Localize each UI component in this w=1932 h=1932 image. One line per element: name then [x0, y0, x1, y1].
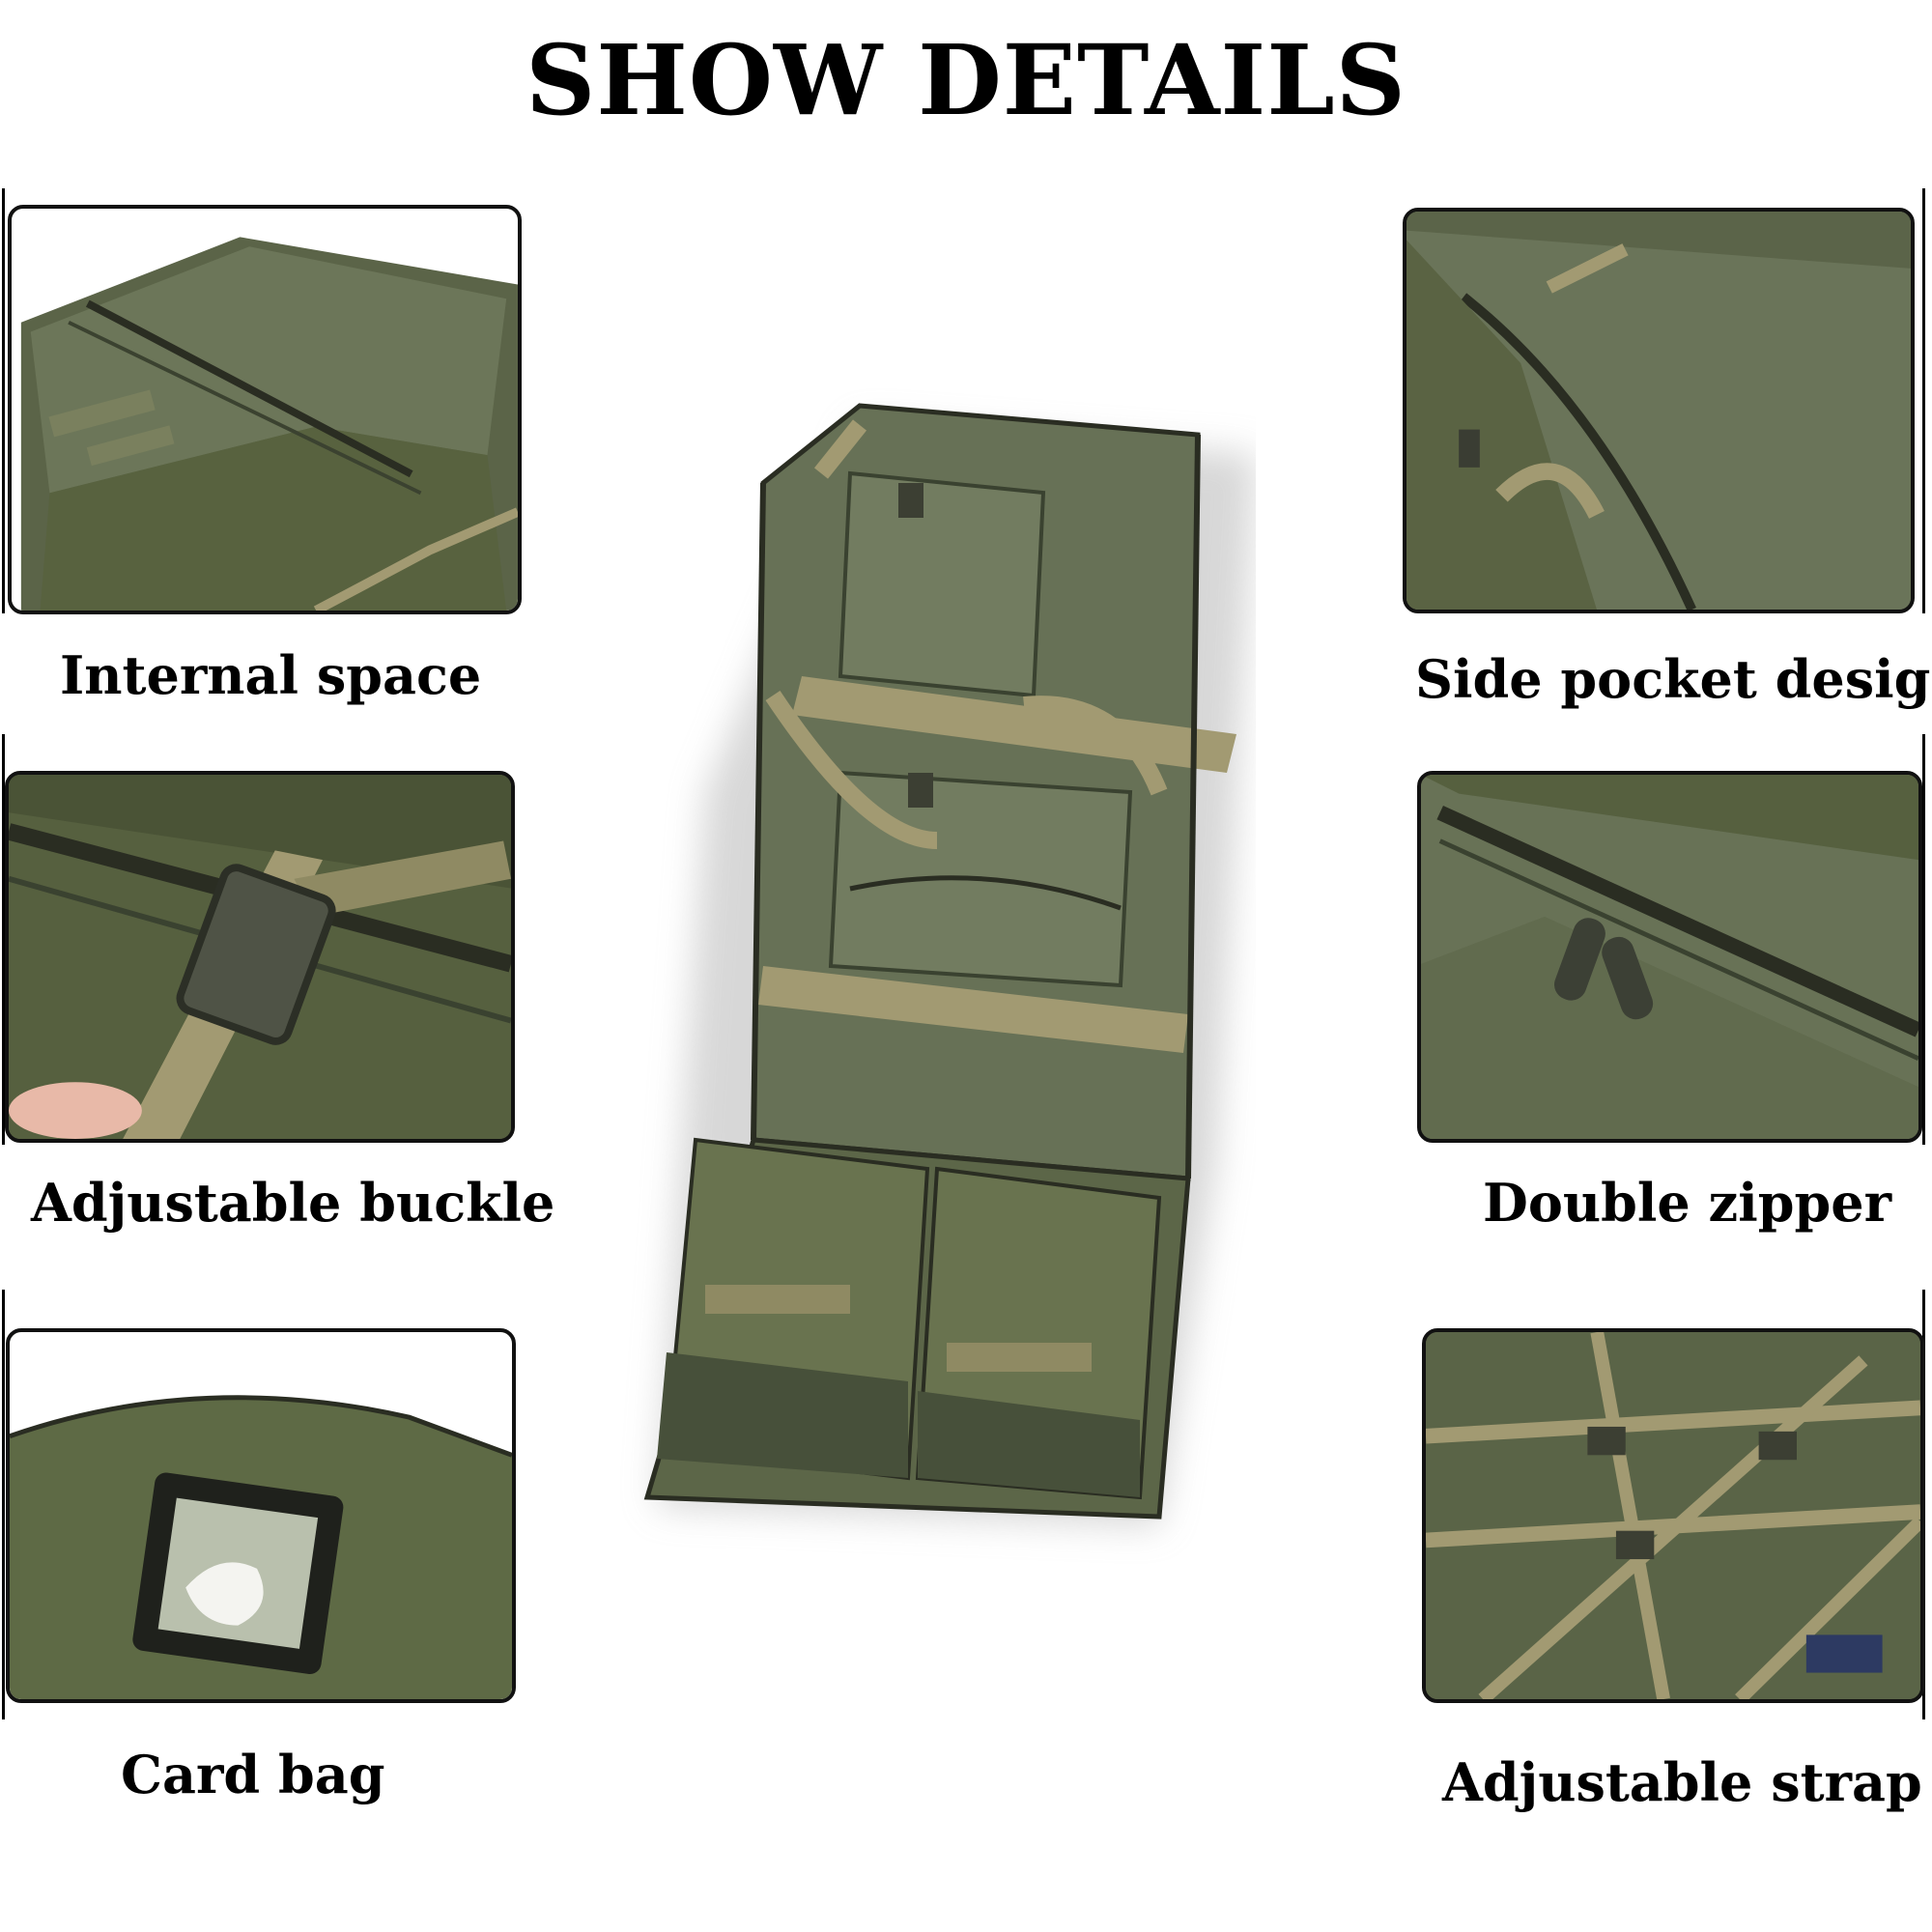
caption-internal-space: Internal space	[60, 644, 482, 706]
detail-image-adjustable-strap	[1422, 1328, 1924, 1703]
divider-left-1	[2, 188, 5, 613]
detail-image-adjustable-buckle	[5, 771, 515, 1143]
zipper-icon	[1421, 775, 1918, 1139]
bag-interior-icon	[12, 209, 518, 611]
divider-right-1	[1922, 188, 1925, 613]
caption-card-bag: Card bag	[121, 1744, 385, 1805]
product-image-main	[618, 386, 1256, 1584]
detail-image-side-pocket	[1403, 208, 1915, 613]
divider-right-2	[1922, 734, 1925, 1145]
buckle-icon	[9, 775, 511, 1139]
caption-adjustable-buckle: Adjustable buckle	[31, 1172, 555, 1234]
caption-adjustable-strap: Adjustable strap	[1442, 1751, 1922, 1813]
detail-image-double-zipper	[1417, 771, 1922, 1143]
detail-image-internal-space	[8, 205, 522, 614]
divider-left-3	[2, 1290, 5, 1719]
card-window-icon	[10, 1332, 512, 1699]
divider-left-2	[2, 734, 5, 1145]
strap-icon	[1426, 1332, 1920, 1699]
rifle-bag-icon	[643, 403, 1256, 1526]
page-title: SHOW DETAILS	[526, 23, 1406, 137]
side-pocket-icon	[1406, 212, 1911, 610]
caption-side-pocket-design: Side pocket design	[1415, 648, 1932, 710]
detail-image-card-bag	[6, 1328, 516, 1703]
caption-double-zipper: Double zipper	[1483, 1172, 1892, 1234]
